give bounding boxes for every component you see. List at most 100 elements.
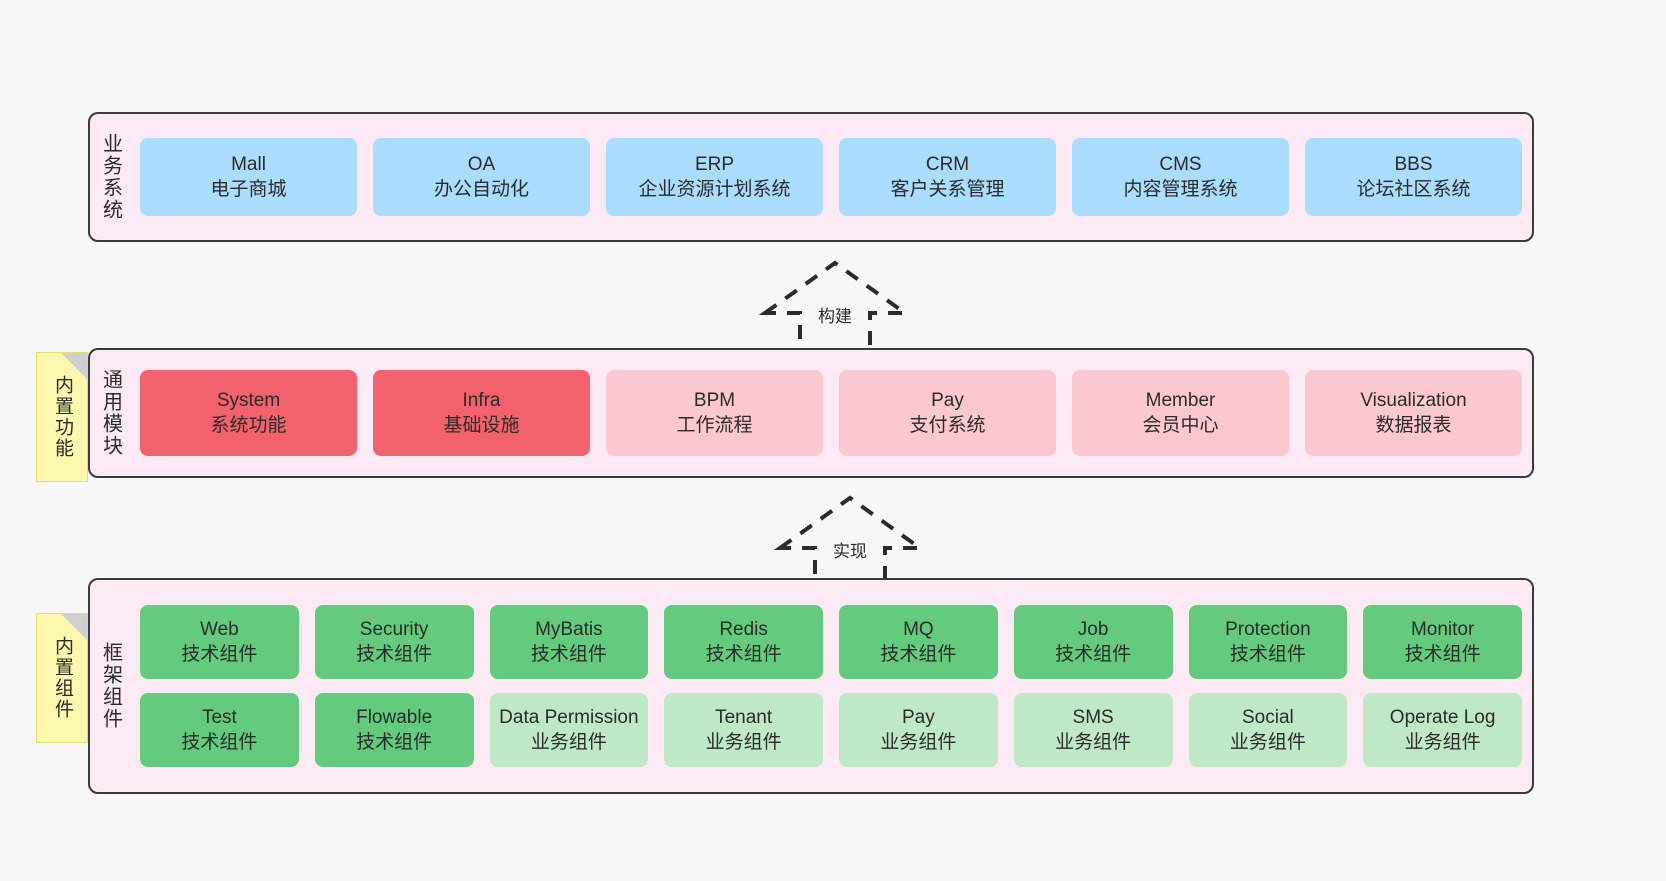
- node-title-cn: 支付系统: [909, 415, 986, 436]
- layer-common-modules-body: System 系统功能 Infra 基础设施 BPM 工作流程 Pay 支付系统…: [130, 350, 1532, 476]
- note-fold-corner-icon: [61, 353, 87, 379]
- node-title-en: Mall: [231, 153, 266, 175]
- node-title-en: Pay: [931, 389, 964, 411]
- node-job[interactable]: Job 技术组件: [1013, 605, 1173, 679]
- node-title-en: ERP: [694, 153, 735, 175]
- node-crm[interactable]: CRM 客户关系管理: [839, 138, 1056, 216]
- node-title-en: Security: [359, 618, 429, 640]
- node-title-cn: 系统功能: [210, 415, 287, 436]
- node-title-en: Job: [1077, 618, 1109, 640]
- node-redis[interactable]: Redis 技术组件: [664, 605, 823, 679]
- node-security[interactable]: Security 技术组件: [314, 605, 474, 679]
- connector-implement-label: 实现: [833, 542, 867, 561]
- node-oa[interactable]: OA 办公自动化: [373, 138, 590, 216]
- node-title-en: CMS: [1159, 153, 1202, 175]
- node-title-cn: 业务组件: [1055, 732, 1132, 753]
- node-mall[interactable]: Mall 电子商城: [140, 138, 357, 216]
- note-fold-corner-icon: [61, 614, 87, 640]
- node-title-en: Operate Log: [1389, 706, 1496, 728]
- node-title-cn: 会员中心: [1142, 415, 1219, 436]
- node-member[interactable]: Member 会员中心: [1072, 370, 1289, 456]
- node-operate-log[interactable]: Operate Log 业务组件: [1363, 693, 1522, 767]
- node-title-en: System: [216, 389, 281, 411]
- layer-common-modules-label: 通用模块: [99, 369, 122, 457]
- node-title-en: MyBatis: [535, 618, 603, 640]
- node-mybatis[interactable]: MyBatis 技术组件: [489, 605, 649, 679]
- node-title-cn: 业务组件: [1229, 732, 1306, 753]
- node-title-en: Protection: [1225, 618, 1311, 640]
- node-title-cn: 技术组件: [1404, 644, 1481, 665]
- node-bpm[interactable]: BPM 工作流程: [606, 370, 823, 456]
- node-title-cn: 技术组件: [880, 644, 957, 665]
- node-visualization[interactable]: Visualization 数据报表: [1305, 370, 1522, 456]
- node-title-cn: 论坛社区系统: [1356, 179, 1471, 200]
- node-title-en: CRM: [925, 153, 970, 175]
- node-title-en: Pay: [902, 706, 935, 728]
- node-title-cn: 业务组件: [530, 732, 607, 753]
- node-erp[interactable]: ERP 企业资源计划系统: [606, 138, 823, 216]
- node-mq[interactable]: MQ 技术组件: [839, 605, 998, 679]
- node-title-en: Member: [1145, 389, 1216, 411]
- node-title-en: OA: [467, 153, 496, 175]
- connector-build-arrow: 构建: [758, 258, 912, 353]
- node-title-en: Social: [1242, 706, 1294, 728]
- node-title-cn: 技术组件: [356, 732, 433, 753]
- sticky-note-label: 内置组件: [51, 636, 73, 720]
- node-monitor[interactable]: Monitor 技术组件: [1363, 605, 1522, 679]
- node-title-cn: 内容管理系统: [1123, 179, 1238, 200]
- node-title-en: BBS: [1394, 153, 1433, 175]
- node-title-en: Web: [200, 618, 239, 640]
- node-data-permission[interactable]: Data Permission 业务组件: [489, 693, 649, 767]
- node-title-cn: 技术组件: [705, 644, 782, 665]
- node-title-en: Data Permission: [499, 706, 639, 728]
- node-row: Mall 电子商城 OA 办公自动化 ERP 企业资源计划系统 CRM 客户关系…: [140, 138, 1522, 216]
- node-row: Test 技术组件 Flowable 技术组件 Data Permission …: [140, 693, 1522, 767]
- layer-business-systems-body: Mall 电子商城 OA 办公自动化 ERP 企业资源计划系统 CRM 客户关系…: [130, 114, 1532, 240]
- layer-common-modules: 通用模块 System 系统功能 Infra 基础设施 BPM 工作流程 Pay…: [88, 348, 1534, 478]
- layer-business-systems: 业务系统 Mall 电子商城 OA 办公自动化 ERP 企业资源计划系统 CRM…: [88, 112, 1534, 242]
- node-title-en: Redis: [719, 618, 768, 640]
- connector-implement-arrow: 实现: [773, 493, 927, 588]
- node-sms[interactable]: SMS 业务组件: [1013, 693, 1173, 767]
- node-pay-module[interactable]: Pay 支付系统: [839, 370, 1056, 456]
- node-web[interactable]: Web 技术组件: [140, 605, 299, 679]
- node-title-cn: 办公自动化: [433, 179, 529, 200]
- node-row: Web 技术组件 Security 技术组件 MyBatis 技术组件 Redi…: [140, 605, 1522, 679]
- dashed-block-arrow-up-icon: [773, 495, 927, 587]
- layer-framework-components-body: Web 技术组件 Security 技术组件 MyBatis 技术组件 Redi…: [130, 580, 1532, 792]
- node-social[interactable]: Social 业务组件: [1188, 693, 1348, 767]
- node-cms[interactable]: CMS 内容管理系统: [1072, 138, 1289, 216]
- sticky-note-builtin-components: 内置组件: [36, 613, 88, 743]
- node-flowable[interactable]: Flowable 技术组件: [314, 693, 474, 767]
- node-title-en: BPM: [693, 389, 736, 411]
- node-title-cn: 技术组件: [1229, 644, 1306, 665]
- node-bbs[interactable]: BBS 论坛社区系统: [1305, 138, 1522, 216]
- node-title-en: Infra: [462, 389, 501, 411]
- node-title-cn: 企业资源计划系统: [638, 179, 791, 200]
- node-title-cn: 技术组件: [181, 644, 258, 665]
- node-title-cn: 业务组件: [1404, 732, 1481, 753]
- node-title-cn: 基础设施: [443, 415, 520, 436]
- connector-build-label: 构建: [818, 307, 852, 326]
- node-tenant[interactable]: Tenant 业务组件: [664, 693, 823, 767]
- node-title-cn: 电子商城: [210, 179, 287, 200]
- dashed-block-arrow-up-icon: [758, 260, 912, 352]
- node-pay-component[interactable]: Pay 业务组件: [839, 693, 998, 767]
- node-infra[interactable]: Infra 基础设施: [373, 370, 590, 456]
- node-title-cn: 技术组件: [181, 732, 258, 753]
- layer-framework-components-label: 框架组件: [99, 642, 122, 730]
- node-title-cn: 技术组件: [530, 644, 607, 665]
- node-system[interactable]: System 系统功能: [140, 370, 357, 456]
- node-title-cn: 客户关系管理: [890, 179, 1005, 200]
- node-title-cn: 业务组件: [880, 732, 957, 753]
- node-title-en: Flowable: [356, 706, 433, 728]
- node-title-cn: 技术组件: [1055, 644, 1132, 665]
- node-title-cn: 工作流程: [676, 415, 753, 436]
- node-title-cn: 数据报表: [1375, 415, 1452, 436]
- node-test[interactable]: Test 技术组件: [140, 693, 299, 767]
- layer-framework-components: 框架组件 Web 技术组件 Security 技术组件 MyBatis 技术组件…: [88, 578, 1534, 794]
- node-title-cn: 业务组件: [705, 732, 782, 753]
- node-title-en: Visualization: [1360, 389, 1467, 411]
- node-protection[interactable]: Protection 技术组件: [1188, 605, 1348, 679]
- sticky-note-label: 内置功能: [51, 375, 73, 459]
